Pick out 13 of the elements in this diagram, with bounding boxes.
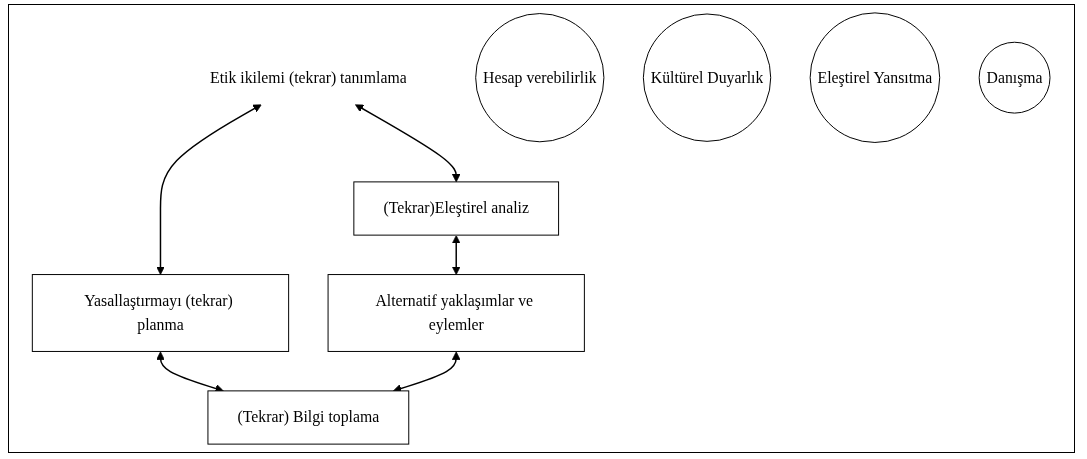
node-box [32,274,290,352]
node-circle [475,13,605,143]
arrow [156,104,263,275]
node-box [327,274,586,352]
outer-frame: Etik ikilemi (tekrar) tanımlama (Tekrar)Eleştirel analiz Yasallaştırmayı (tekrar) planma Hesap verebilirlik Kültürel Duyarlık Eleştirel Yansıtma Danışma Alternatif yaklaşımlar ve eylemler (Tekrar) Bilgi toplama [8,4,1075,453]
node-circle [979,41,1051,114]
node-circle [809,12,941,143]
node-circle [643,13,772,142]
arrow [355,104,461,183]
arrow [452,235,461,275]
node-box [207,390,410,445]
node-box [353,181,560,236]
node-text: Etik ikilemi (tekrar) tanımlama [210,68,407,86]
